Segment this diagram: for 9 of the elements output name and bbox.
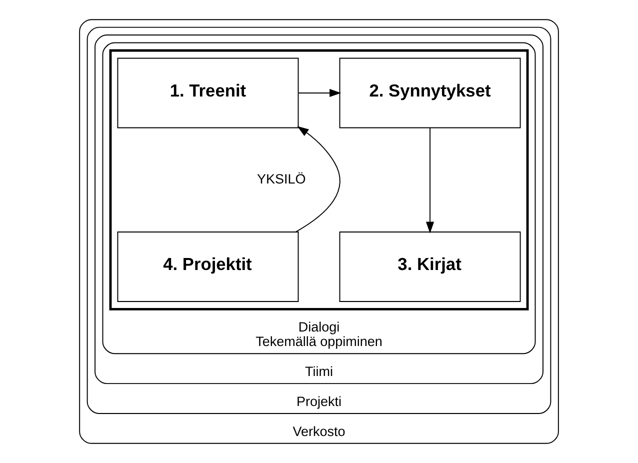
node-box: 1. Treenit: [117, 58, 299, 128]
arrow: [426, 127, 434, 234]
node-box: 2. Synnytykset: [339, 58, 521, 128]
node-box: 4. Projektit: [117, 232, 299, 302]
arrow: [296, 126, 340, 232]
cluster: [109, 49, 529, 310]
node-text: YKSILÖ: [256, 171, 306, 186]
node-box: 3. Kirjat: [339, 232, 521, 302]
arrow: [298, 88, 342, 98]
